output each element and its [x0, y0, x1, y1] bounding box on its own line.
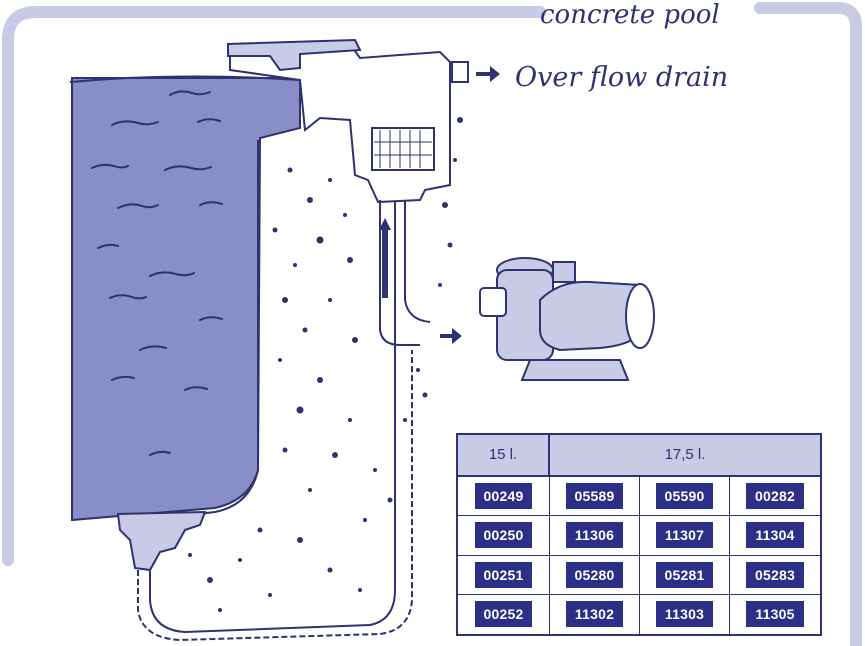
- product-code: 00251: [474, 561, 533, 588]
- product-code: 00250: [474, 522, 533, 549]
- table-cell: 05280: [550, 555, 640, 595]
- table-cell: 00250: [458, 516, 550, 556]
- product-code: 05280: [565, 561, 624, 588]
- skimmer-basket: [371, 127, 435, 171]
- product-code: 05590: [655, 483, 714, 510]
- drain-arrow: [476, 66, 500, 82]
- product-code: 05589: [565, 483, 624, 510]
- table-cell: 05281: [640, 555, 730, 595]
- product-code: 11307: [655, 522, 714, 549]
- suction-pipe: [379, 200, 431, 346]
- drain-pipe: [137, 350, 413, 642]
- concrete-speckles: [188, 117, 463, 612]
- skimmer-lid: [227, 38, 362, 72]
- overflow-outlet: [451, 61, 469, 83]
- table-cell: 00282: [730, 477, 820, 517]
- concrete-wall-outline: [149, 140, 396, 634]
- table-cell: 11303: [640, 594, 730, 634]
- table-cell: 11305: [730, 595, 820, 634]
- flow-arrow-up: [379, 218, 391, 230]
- header-volume-17-5: 17,5 l.: [664, 446, 706, 463]
- product-code: 00282: [746, 483, 804, 510]
- product-code: 05281: [655, 561, 714, 588]
- table-cell: 00249: [458, 477, 550, 517]
- product-code: 11303: [655, 601, 714, 628]
- product-code: 05283: [746, 561, 804, 588]
- table-cell: 00252: [458, 594, 550, 634]
- header-volume-15: 15 l.: [458, 435, 550, 475]
- table-body: 00249 05589 05590 00282 00250 11306 1130…: [458, 477, 820, 634]
- pool-type-label: concrete pool: [540, 0, 720, 30]
- main-drain: [116, 510, 207, 572]
- table-cell: 05590: [640, 477, 730, 517]
- table-cell: 11302: [550, 594, 640, 634]
- product-code: 00249: [474, 483, 533, 510]
- product-code: 11306: [565, 522, 624, 549]
- table-cell: 05589: [550, 477, 640, 517]
- table-cell: 11304: [730, 516, 820, 556]
- pump-illustration: [479, 257, 655, 381]
- table-cell: 00251: [458, 555, 550, 595]
- overflow-drain-label: Over flow drain: [515, 62, 729, 93]
- flow-bar: [382, 228, 388, 298]
- table-cell: 11306: [550, 516, 640, 556]
- product-code: 11305: [746, 601, 804, 628]
- table-cell: 05283: [730, 556, 820, 595]
- product-code: 11302: [565, 601, 624, 628]
- product-code: 00252: [474, 601, 533, 628]
- water-waves: [91, 90, 223, 456]
- product-code: 11304: [746, 522, 804, 549]
- table-cell: 11307: [640, 516, 730, 556]
- pipe-out-arrow: [440, 328, 462, 344]
- table-header: 15 l. 17,5 l.: [458, 435, 820, 477]
- pool-water: [71, 77, 301, 522]
- reference-table: 15 l. 17,5 l. 00249 05589 05590 00282 00…: [456, 433, 822, 636]
